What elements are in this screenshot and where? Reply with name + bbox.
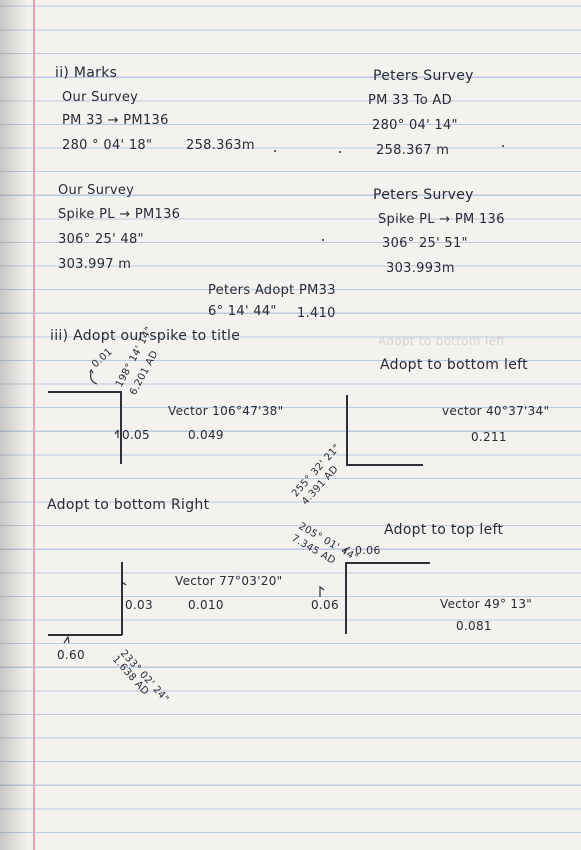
d3-horizontal-line xyxy=(48,634,122,636)
block1-right-bearing: 280° 04' 14" xyxy=(372,118,458,133)
block2-right-title: Peters Survey xyxy=(373,187,474,203)
d1-label-a: 0.05 xyxy=(122,428,150,442)
dot-mark xyxy=(339,151,341,153)
block1-left-bearing: 280 ° 04' 18" xyxy=(62,138,153,153)
d3-label-b: 0.010 xyxy=(188,598,224,612)
d1-arrow-up xyxy=(114,429,119,438)
block1-left-line: PM 33 → PM136 xyxy=(62,113,169,128)
adopt-title: Peters Adopt PM33 xyxy=(208,283,336,298)
block1-left-title: Our Survey xyxy=(62,90,139,105)
d3-arrow-up xyxy=(121,581,127,590)
d4-vertical-line xyxy=(345,562,347,634)
d2-vertical-line xyxy=(346,395,348,465)
d4-arrow-up xyxy=(319,585,325,597)
d2-horizontal-line xyxy=(346,464,423,466)
block1-right-title: Peters Survey xyxy=(373,68,474,84)
d1-vertical-line xyxy=(120,391,122,464)
d3-vertical-line xyxy=(121,562,123,635)
d4-label-a: 0.06 xyxy=(355,544,381,557)
block2-left-bearing: 306° 25' 48" xyxy=(58,232,144,247)
block1-right-line: PM 33 To AD xyxy=(368,93,452,108)
block2-left-title: Our Survey xyxy=(58,183,135,198)
section-iii-heading: iii) Adopt our spike to title xyxy=(50,328,241,344)
d1-arc-mark xyxy=(90,372,98,385)
block2-right-distance: 303.993m xyxy=(386,261,455,276)
d4-value: 0.081 xyxy=(456,619,492,633)
d1-arc-arrowhead xyxy=(89,368,94,374)
block2-left-distance: 303.997 m xyxy=(58,257,132,272)
block2-left-line: Spike PL → PM136 xyxy=(58,207,181,222)
d3-arrow-small xyxy=(63,635,70,644)
adopt-distance: 1.410 xyxy=(297,306,336,321)
d1-label-b: 0.049 xyxy=(188,428,224,442)
d4-title: Adopt to top left xyxy=(384,522,504,538)
dot-mark xyxy=(502,145,504,147)
page-edge-shadow xyxy=(0,0,28,850)
block1-right-distance: 258.367 m xyxy=(376,143,450,158)
d2-value: 0.211 xyxy=(471,430,507,444)
section-ii-heading: ii) Marks xyxy=(55,65,118,81)
d1-vector: Vector 106°47'38" xyxy=(168,404,284,418)
d4-label-b: 0.06 xyxy=(311,598,339,612)
d4-arrow-side xyxy=(343,546,351,552)
d2-vector: vector 40°37'34" xyxy=(442,404,550,418)
d2-title: Adopt to bottom left xyxy=(380,357,528,373)
dot-mark xyxy=(322,239,324,241)
d3-vector: Vector 77°03'20" xyxy=(175,574,283,588)
block2-right-bearing: 306° 25' 51" xyxy=(382,236,468,251)
d3-title: Adopt to bottom Right xyxy=(47,497,210,513)
dot-mark xyxy=(274,150,276,152)
block1-left-distance: 258.363m xyxy=(186,138,255,153)
d3-label-c: 0.60 xyxy=(57,648,85,662)
d4-horizontal-line xyxy=(346,562,430,564)
block2-right-line: Spike PL → PM 136 xyxy=(378,212,505,227)
faint-erased-text: Adopt to bottom left xyxy=(378,334,506,348)
d4-vector: Vector 49° 13" xyxy=(440,597,533,611)
d3-label-a: 0.03 xyxy=(125,598,153,612)
margin-line xyxy=(33,0,35,850)
d1-horizontal-line xyxy=(48,391,121,393)
adopt-bearing: 6° 14' 44" xyxy=(208,304,277,319)
